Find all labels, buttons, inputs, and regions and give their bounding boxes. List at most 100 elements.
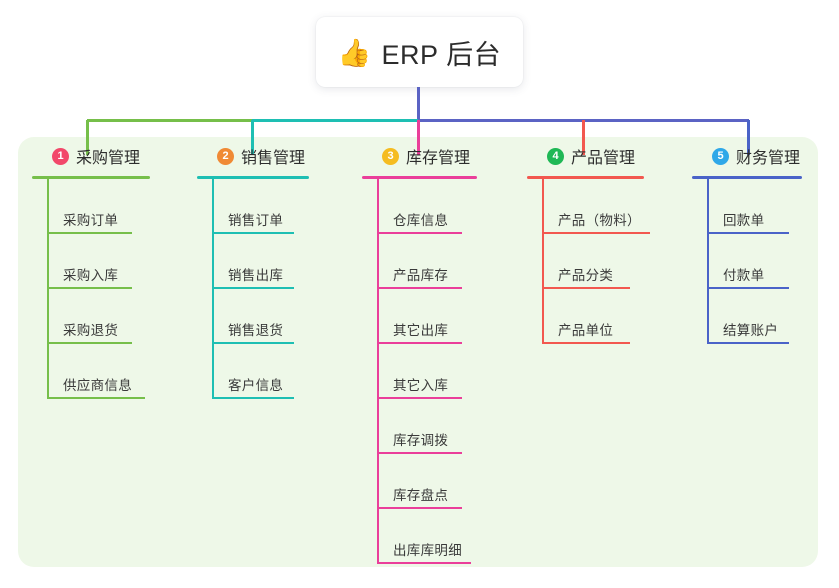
item-rule	[542, 287, 630, 289]
column-title-2: 销售管理	[241, 150, 306, 167]
column-3: 3 库存管理仓库信息产品库存其它出库其它入库库存调拨库存盘点出库库明细	[362, 143, 477, 564]
item-rule	[212, 342, 294, 344]
list-item[interactable]: 其它入库	[362, 344, 474, 399]
column-header-3[interactable]: 3 库存管理	[362, 143, 474, 169]
column-title-5: 财务管理	[736, 150, 801, 167]
list-item[interactable]: 结算账户	[692, 289, 804, 344]
list-item[interactable]: 回款单	[692, 179, 804, 234]
item-label: 销售出库	[228, 268, 284, 283]
item-label: 产品库存	[393, 268, 449, 283]
item-label: 仓库信息	[393, 213, 449, 228]
item-label: 采购入库	[63, 268, 119, 283]
item-label: 销售退货	[228, 323, 284, 338]
column-title-4: 产品管理	[571, 150, 636, 167]
item-stem	[212, 344, 214, 399]
root-title: ERP 后台	[381, 39, 502, 70]
item-stem	[212, 289, 214, 344]
item-label: 结算账户	[723, 323, 779, 338]
list-item[interactable]: 仓库信息	[362, 179, 474, 234]
item-stem	[377, 509, 379, 564]
item-stem	[377, 454, 379, 509]
column-header-1[interactable]: 1 采购管理	[32, 143, 152, 169]
list-item[interactable]: 客户信息	[197, 344, 309, 399]
item-rule	[47, 342, 132, 344]
item-stem	[707, 289, 709, 344]
list-item[interactable]: 销售退货	[197, 289, 309, 344]
item-stem	[47, 344, 49, 399]
list-item[interactable]: 供应商信息	[32, 344, 152, 399]
item-label: 其它入库	[393, 378, 449, 393]
list-item[interactable]: 产品（物料）	[527, 179, 650, 234]
root-node[interactable]: 👍 ERP 后台	[316, 17, 523, 87]
item-label: 客户信息	[228, 378, 284, 393]
list-item[interactable]: 产品单位	[527, 289, 643, 344]
item-label: 库存盘点	[393, 488, 449, 503]
item-label: 回款单	[723, 213, 765, 228]
item-rule	[707, 342, 789, 344]
item-label: 其它出库	[393, 323, 449, 338]
column-title-3: 库存管理	[406, 150, 471, 167]
column-items-5: 回款单付款单结算账户	[692, 179, 804, 344]
column-items-2: 销售订单销售出库销售退货客户信息	[197, 179, 309, 399]
list-item[interactable]: 销售出库	[197, 234, 309, 289]
list-item[interactable]: 采购订单	[32, 179, 152, 234]
item-label: 销售订单	[228, 213, 284, 228]
list-item[interactable]: 采购入库	[32, 234, 152, 289]
item-rule	[47, 287, 132, 289]
item-label: 产品分类	[558, 268, 614, 283]
list-item[interactable]: 出库库明细	[362, 509, 474, 564]
item-rule	[707, 232, 789, 234]
column-badge-3: 3	[382, 147, 399, 165]
column-items-1: 采购订单采购入库采购退货供应商信息	[32, 179, 152, 399]
item-label: 付款单	[723, 268, 765, 283]
list-item[interactable]: 库存盘点	[362, 454, 474, 509]
list-item[interactable]: 其它出库	[362, 289, 474, 344]
column-badge-4: 4	[547, 147, 564, 165]
item-stem	[377, 289, 379, 344]
column-1: 1 采购管理采购订单采购入库采购退货供应商信息	[32, 143, 152, 399]
item-label: 产品（物料）	[558, 213, 641, 228]
item-rule	[377, 342, 462, 344]
list-item[interactable]: 采购退货	[32, 289, 152, 344]
item-rule	[47, 397, 145, 399]
item-stem	[707, 179, 709, 234]
item-stem	[47, 234, 49, 289]
item-rule	[542, 232, 650, 234]
column-title-1: 采购管理	[76, 150, 141, 167]
thumbs-up-icon: 👍	[337, 37, 372, 68]
branch-panel	[18, 137, 818, 567]
column-rule-1	[32, 176, 150, 179]
item-rule	[377, 452, 462, 454]
column-badge-1: 1	[52, 147, 69, 165]
item-stem	[542, 234, 544, 289]
item-stem	[542, 179, 544, 234]
item-rule	[377, 507, 462, 509]
list-item[interactable]: 销售订单	[197, 179, 309, 234]
item-rule	[47, 232, 132, 234]
item-stem	[377, 344, 379, 399]
item-stem	[377, 399, 379, 454]
item-label: 采购订单	[63, 213, 119, 228]
column-header-4[interactable]: 4 产品管理	[527, 143, 643, 169]
column-items-4: 产品（物料） 产品分类产品单位	[527, 179, 650, 344]
item-stem	[542, 289, 544, 344]
item-stem	[707, 234, 709, 289]
item-stem	[212, 179, 214, 234]
column-4: 4 产品管理产品（物料） 产品分类产品单位	[527, 143, 650, 344]
item-stem	[377, 234, 379, 289]
list-item[interactable]: 付款单	[692, 234, 804, 289]
item-rule	[377, 232, 462, 234]
item-label: 出库库明细	[393, 543, 462, 558]
list-item[interactable]: 产品库存	[362, 234, 474, 289]
item-stem	[47, 179, 49, 234]
item-label: 库存调拨	[393, 433, 449, 448]
list-item[interactable]: 产品分类	[527, 234, 643, 289]
list-item[interactable]: 库存调拨	[362, 399, 474, 454]
item-label: 供应商信息	[63, 378, 132, 393]
item-rule	[707, 287, 789, 289]
item-rule	[212, 397, 294, 399]
